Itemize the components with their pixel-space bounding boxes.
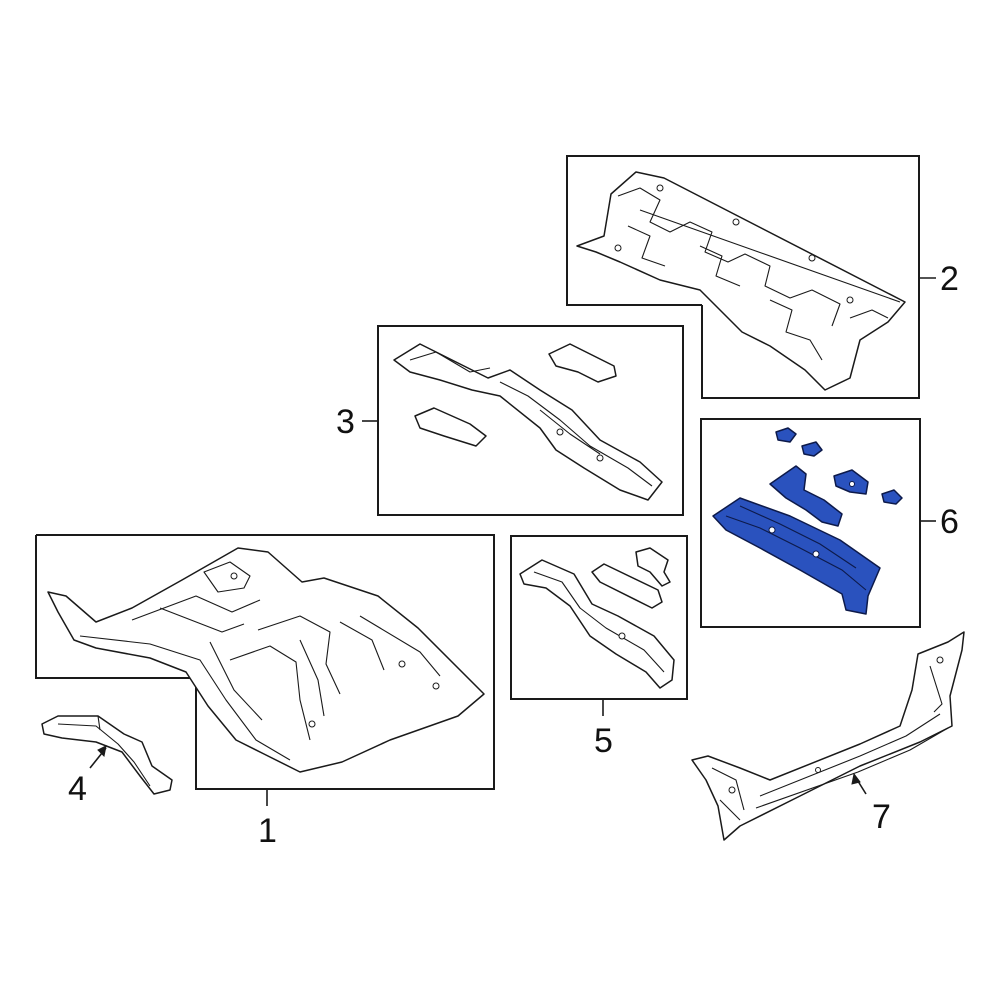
side-member-bracket [591, 563, 663, 609]
rear-cross-member-detail [409, 351, 653, 487]
callout-3: 3 [336, 403, 355, 441]
rear-cross-member-hole [556, 428, 564, 436]
part-group-2: 2 [566, 155, 959, 399]
front-floor-pan-hole [230, 572, 238, 580]
part-group-3: 3 [336, 325, 684, 516]
rear-floor-pan-hole [614, 244, 622, 252]
group-2-frame [566, 155, 920, 399]
rear-floor-pan-ribs [617, 187, 901, 361]
callout-4: 4 [68, 770, 87, 808]
part-4: 4 [41, 715, 173, 808]
callout-7: 7 [872, 798, 891, 836]
side-member-detail [533, 571, 665, 673]
floor-support-bracket-detail [57, 715, 151, 787]
highlighted-floor-rail [712, 497, 881, 615]
rocker-panel [691, 631, 965, 841]
highlighted-bracket-a [775, 427, 797, 443]
callout-5: 5 [594, 722, 613, 760]
rocker-panel-hole [815, 767, 821, 773]
rear-cross-member-hole [596, 454, 604, 462]
rear-floor-pan-hole [846, 296, 854, 304]
highlighted-bracket-d [881, 489, 903, 505]
side-member-hole [618, 632, 626, 640]
part-group-1: 1 [35, 534, 495, 850]
side-member-clip [635, 547, 671, 587]
rocker-panel-hole [936, 656, 944, 664]
rear-floor-pan-hole [732, 218, 740, 226]
rear-floor-pan [576, 171, 906, 391]
part-group-6: 6 [700, 418, 959, 628]
group-6-frame [700, 418, 921, 628]
callout-7-arrowhead [851, 772, 861, 785]
rear-floor-pan-hole [808, 254, 816, 262]
callout-1: 1 [258, 812, 277, 850]
highlighted-floor-rail-detail [725, 505, 867, 591]
rear-cross-member [393, 343, 663, 501]
rear-floor-pan-hole [656, 184, 664, 192]
highlighted-rail-hole [768, 526, 776, 534]
front-floor-pan-hole [398, 660, 406, 668]
highlighted-rail-reinforcement [769, 465, 843, 527]
highlighted-bracket-b [801, 441, 823, 457]
group-1-frame [35, 534, 495, 790]
front-floor-pan-hole [308, 720, 316, 728]
rocker-panel-hole [728, 786, 736, 794]
side-member [519, 559, 675, 689]
callout-6: 6 [940, 503, 959, 541]
cross-member-bracket-lower [414, 407, 487, 447]
floor-support-bracket [41, 715, 173, 795]
front-floor-pan-hole [432, 682, 440, 690]
part-7: 7 [691, 631, 965, 841]
front-floor-pan-ribs [79, 561, 441, 761]
part-group-5: 5 [510, 535, 688, 760]
rocker-panel-detail [711, 665, 949, 821]
group-5-frame [510, 535, 688, 700]
cross-member-bracket-upper [548, 343, 617, 383]
highlighted-rail-hole [812, 550, 820, 558]
callout-4-arrowhead [97, 745, 107, 758]
front-floor-pan [47, 547, 485, 773]
highlighted-bracket-hole [849, 481, 855, 487]
callout-2: 2 [940, 260, 959, 298]
